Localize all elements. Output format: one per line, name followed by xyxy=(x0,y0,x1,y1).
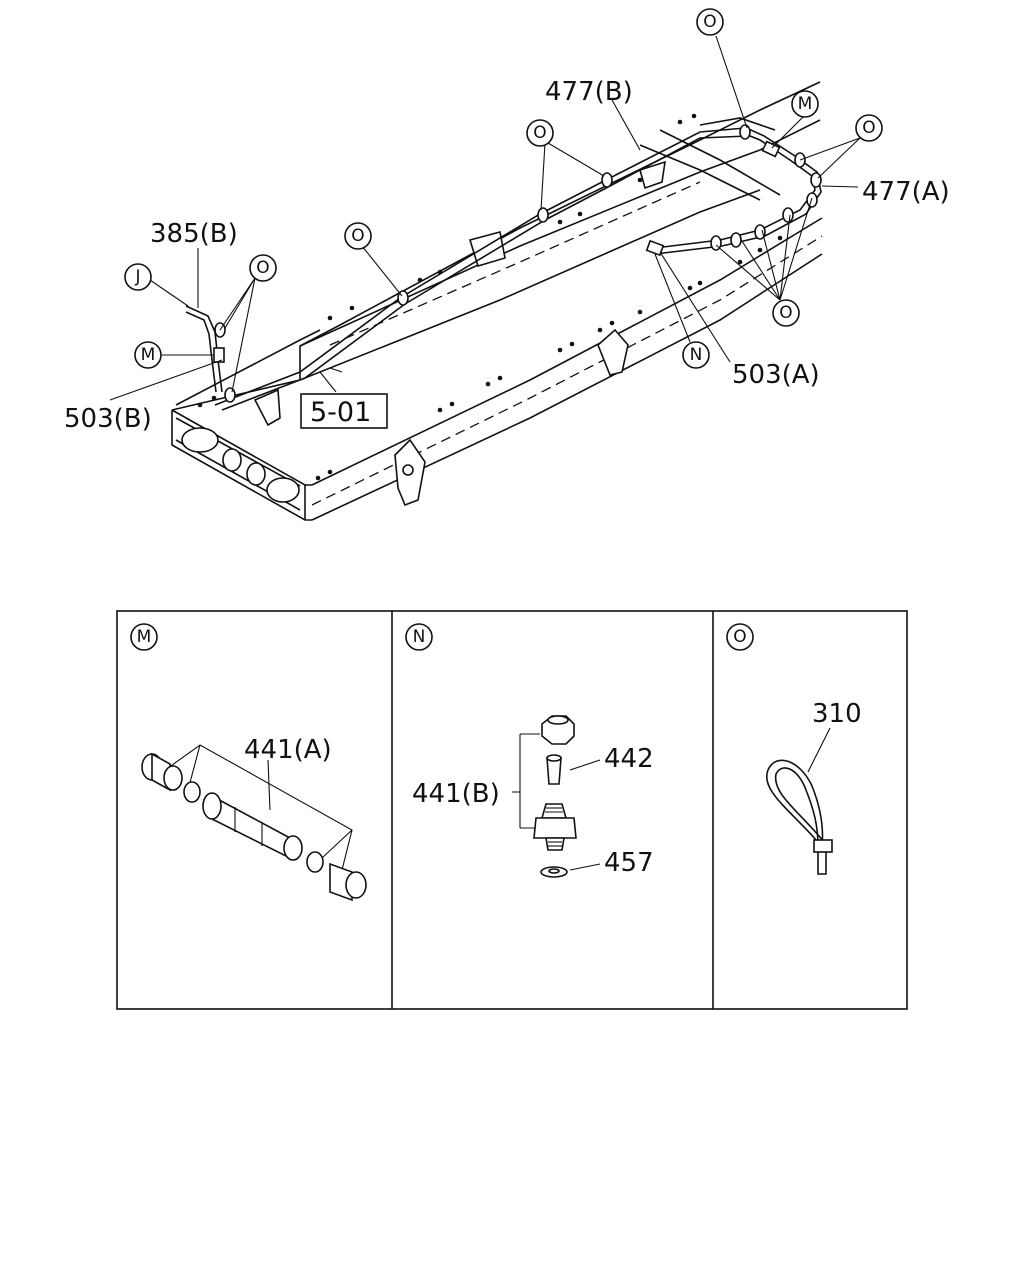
svg-text:J: J xyxy=(134,267,140,287)
svg-text:M: M xyxy=(137,627,152,647)
panel-o-marker: O xyxy=(726,623,754,651)
detail-panel-n: N 441(B) 442 457 xyxy=(405,623,654,878)
svg-text:N: N xyxy=(413,627,426,647)
detail-panel-o: O 310 xyxy=(726,623,862,875)
marker-o-5: O xyxy=(249,254,277,282)
label-457: 457 xyxy=(604,848,654,878)
svg-text:O: O xyxy=(351,226,364,246)
label-503a: 503(A) xyxy=(732,360,820,390)
marker-m-2: M xyxy=(134,341,162,369)
callouts-main: 477(B) 477(A) 385(B) 503(A) 503(B) 5-01 … xyxy=(64,8,950,434)
detail-panels: M 441(A) N 441(B) 442 457 xyxy=(116,610,908,1010)
svg-text:O: O xyxy=(733,627,746,647)
label-442: 442 xyxy=(604,744,654,774)
label-477a: 477(A) xyxy=(862,177,950,207)
svg-text:N: N xyxy=(690,345,703,365)
clip-markers-on-pipe xyxy=(213,124,822,403)
marker-o-2: O xyxy=(855,114,883,142)
panel-m-marker: M xyxy=(130,623,158,651)
ref-box-501 xyxy=(300,393,388,429)
label-385b: 385(B) xyxy=(150,219,238,249)
label-ref-501: 5-01 xyxy=(310,397,371,428)
svg-text:M: M xyxy=(141,345,156,365)
svg-text:O: O xyxy=(256,258,269,278)
marker-j: J xyxy=(124,263,152,291)
label-503b: 503(B) xyxy=(64,404,152,434)
rail-holes xyxy=(197,113,783,481)
marker-o-1: O xyxy=(696,8,724,36)
chassis-frame xyxy=(171,81,823,521)
marker-m-1: M xyxy=(791,90,819,118)
svg-text:O: O xyxy=(703,12,716,32)
marker-o-3: O xyxy=(526,119,554,147)
detail-panel-m: M 441(A) xyxy=(130,623,367,902)
pipe-run-477b xyxy=(214,127,749,411)
label-441a: 441(A) xyxy=(244,735,332,765)
label-310: 310 xyxy=(812,699,862,729)
svg-text:O: O xyxy=(533,123,546,143)
svg-text:M: M xyxy=(798,94,813,114)
marker-o-4: O xyxy=(344,222,372,250)
svg-text:O: O xyxy=(862,118,875,138)
marker-o-6: O xyxy=(772,299,800,327)
detail-frame xyxy=(116,610,908,1010)
label-441b: 441(B) xyxy=(412,779,500,809)
leader-lines xyxy=(109,35,861,401)
svg-text:O: O xyxy=(779,303,792,323)
label-477b: 477(B) xyxy=(545,77,633,107)
panel-n-marker: N xyxy=(405,623,433,651)
marker-n-1: N xyxy=(682,341,710,369)
